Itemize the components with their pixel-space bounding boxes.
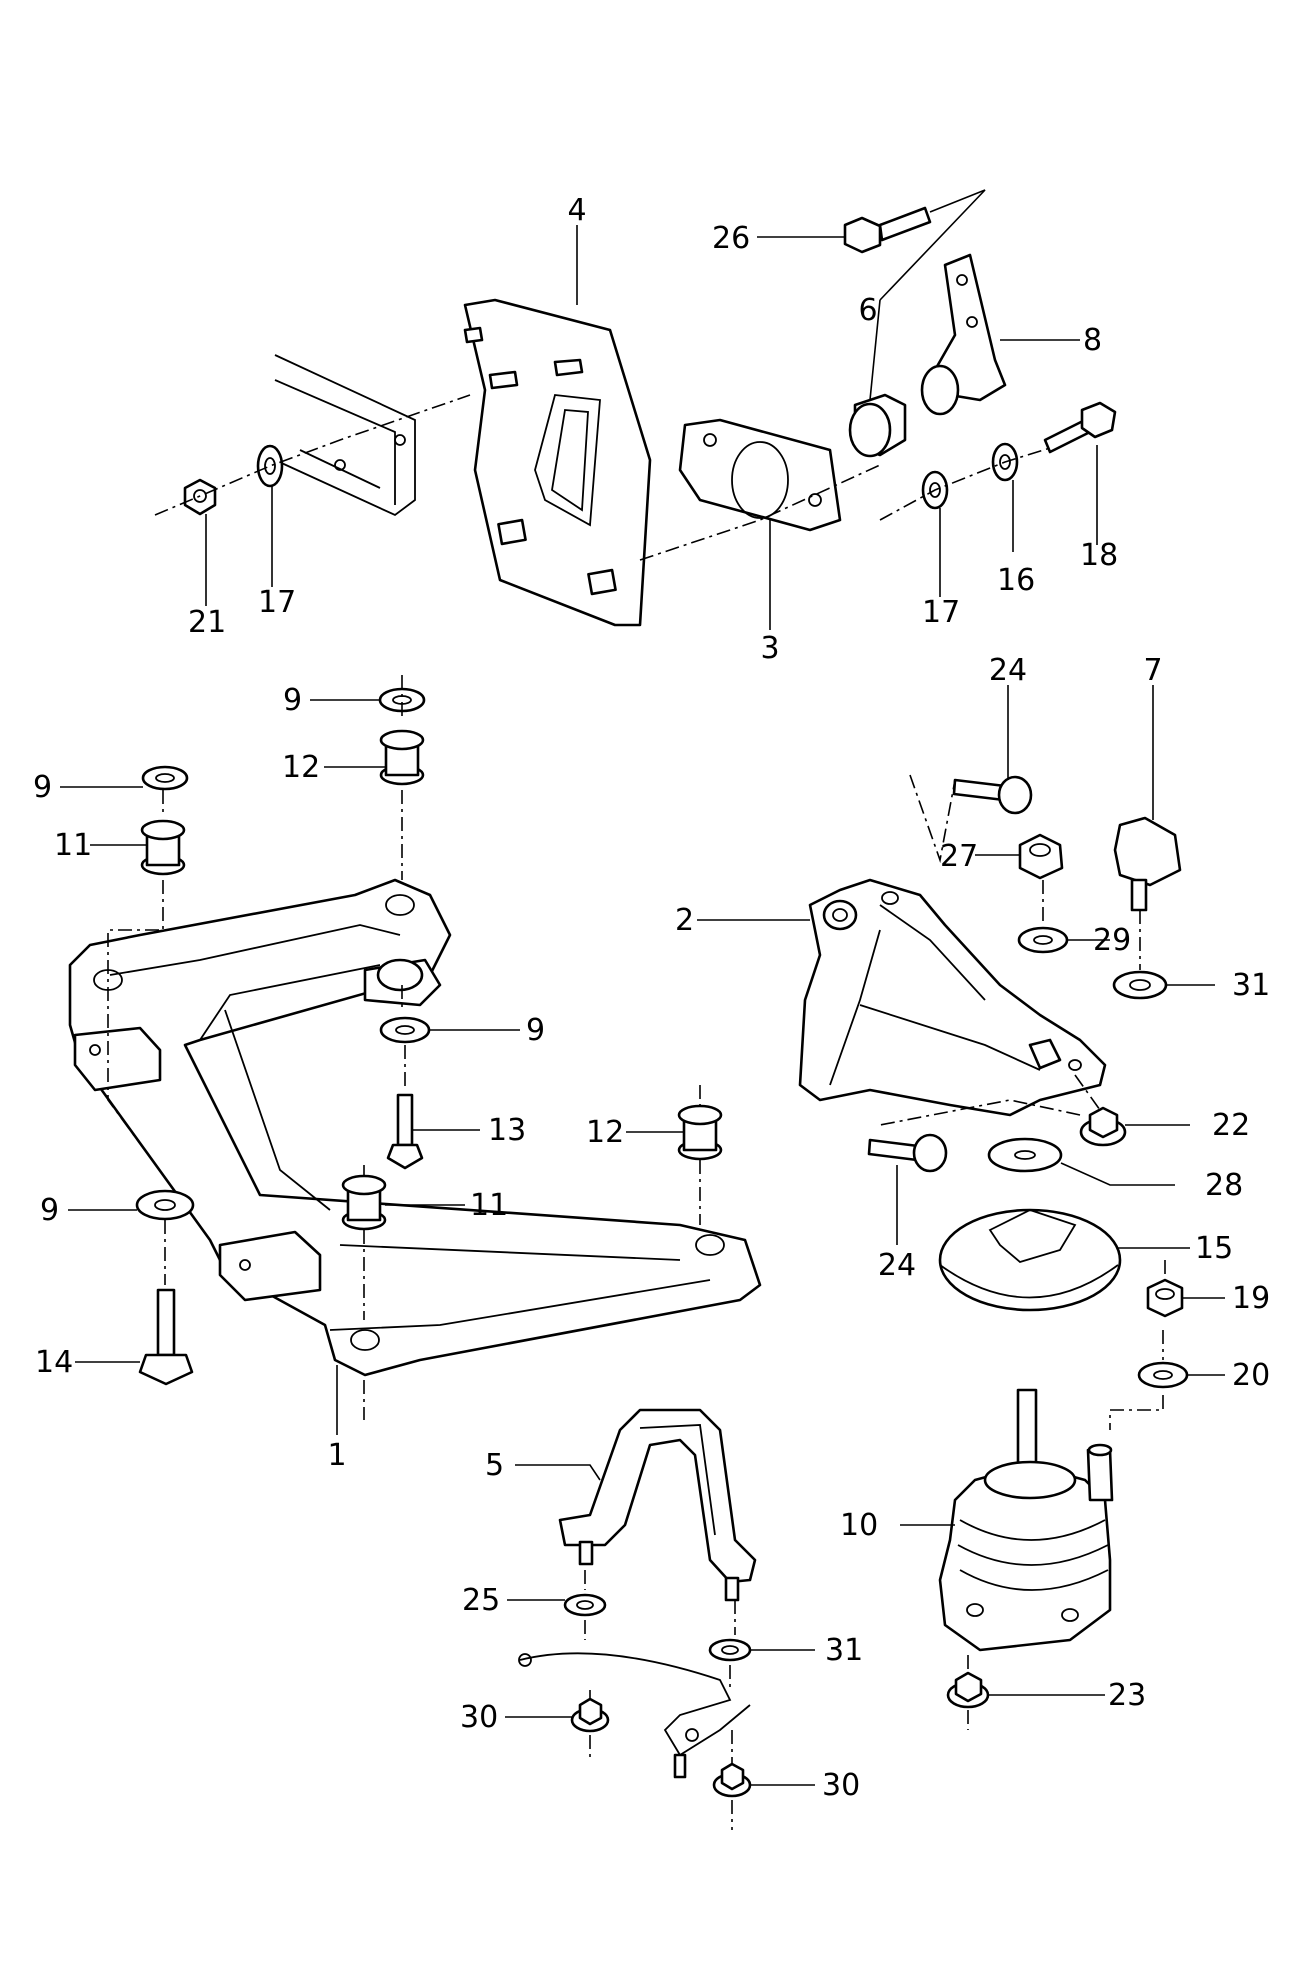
callout-24-top: 24 <box>989 653 1027 688</box>
flange-nut-23 <box>946 1671 990 1709</box>
callout-28: 28 <box>1205 1168 1243 1203</box>
callout-25: 25 <box>462 1583 500 1618</box>
axis-line-upper-right <box>879 447 1051 521</box>
axis-lines-bracket-5 <box>584 1570 736 1830</box>
callout-11-left: 11 <box>54 828 92 863</box>
hex-nut-27 <box>1018 833 1064 880</box>
crossmember-1 <box>68 878 762 1377</box>
flange-nut-22 <box>1079 1106 1127 1147</box>
bushing-11-left <box>140 819 186 876</box>
callout-17-right: 17 <box>922 595 960 630</box>
callout-16: 16 <box>997 563 1035 598</box>
washer-28 <box>987 1137 1063 1173</box>
bushing-11-center <box>341 1174 387 1231</box>
callout-9-left: 9 <box>33 770 52 805</box>
callout-19: 19 <box>1232 1281 1270 1316</box>
callout-12-right: 12 <box>586 1115 624 1150</box>
axis-line-upper-left <box>154 394 471 516</box>
bushing-12-right <box>677 1104 723 1161</box>
callout-2: 2 <box>675 903 694 938</box>
bolt-26 <box>843 206 932 254</box>
strap-bracket <box>518 1652 751 1779</box>
axis-lines-right <box>879 774 1166 1430</box>
callout-5: 5 <box>485 1448 504 1483</box>
callout-12-top: 12 <box>282 750 320 785</box>
callout-9-lower-left: 9 <box>40 1193 59 1228</box>
washer-29 <box>1017 926 1069 954</box>
callout-4: 4 <box>567 193 586 228</box>
callout-3: 3 <box>760 631 779 666</box>
bracket-5 <box>558 1408 757 1602</box>
washer-25 <box>563 1593 607 1617</box>
leader-lines <box>60 225 1225 1786</box>
callout-20: 20 <box>1232 1358 1270 1393</box>
washer-9-lower-left <box>135 1189 195 1221</box>
callout-27: 27 <box>940 839 978 874</box>
callout-6: 6 <box>858 293 877 328</box>
callout-22: 22 <box>1212 1108 1250 1143</box>
callout-24-lower: 24 <box>878 1248 916 1283</box>
callout-21: 21 <box>188 605 226 640</box>
callout-14: 14 <box>35 1345 73 1380</box>
washer-31-lower <box>708 1638 752 1662</box>
callout-11-center: 11 <box>470 1188 508 1223</box>
callout-7: 7 <box>1143 653 1162 688</box>
callout-9-center: 9 <box>526 1013 545 1048</box>
washer-9-center <box>379 1016 431 1044</box>
flange-nut-30-right <box>712 1762 752 1798</box>
bolt-13 <box>386 1093 424 1170</box>
bolt-14 <box>138 1288 194 1386</box>
leader-26-dir <box>879 189 986 301</box>
bolt-18 <box>1043 401 1117 454</box>
callout-9-top: 9 <box>283 683 302 718</box>
bushing-12-top <box>379 729 425 786</box>
callout-23: 23 <box>1108 1678 1146 1713</box>
callout-31-lower: 31 <box>825 1633 863 1668</box>
callout-26: 26 <box>712 221 750 256</box>
callout-29: 29 <box>1093 923 1131 958</box>
flange-nut-30-left <box>570 1697 610 1733</box>
callout-labels: 4 26 6 8 18 16 17 3 21 17 9 12 9 11 24 7… <box>33 193 1270 1803</box>
callout-8: 8 <box>1083 323 1102 358</box>
washer-9-left <box>141 765 189 791</box>
callout-10: 10 <box>840 1508 878 1543</box>
washer-17-left <box>256 444 284 488</box>
mount-plate-3 <box>678 418 842 532</box>
engine-mount-10 <box>938 1388 1114 1652</box>
bolt-24-lower <box>867 1133 948 1173</box>
bracket-plate-4 <box>463 298 652 627</box>
washer-20 <box>1137 1361 1189 1389</box>
callout-31-top: 31 <box>1232 968 1270 1003</box>
callout-30-right: 30 <box>822 1768 860 1803</box>
callout-1: 1 <box>327 1438 346 1473</box>
callout-17-left: 17 <box>258 585 296 620</box>
hex-nut-19 <box>1146 1278 1184 1318</box>
callout-13: 13 <box>488 1113 526 1148</box>
washer-31-top <box>1112 970 1168 1000</box>
mount-bracket-2 <box>798 878 1107 1117</box>
axis-col-2 <box>107 790 166 1285</box>
bolt-24-top <box>952 775 1033 815</box>
callout-30-left: 30 <box>460 1700 498 1735</box>
stop-block-7 <box>1113 816 1182 912</box>
callout-18: 18 <box>1080 538 1118 573</box>
stop-bracket-8 <box>920 253 1007 416</box>
bump-stop-6 <box>848 393 907 458</box>
frame-rail <box>274 354 416 517</box>
hex-nut-21 <box>183 478 217 516</box>
rubber-pad-15 <box>938 1208 1122 1312</box>
callout-15: 15 <box>1195 1231 1233 1266</box>
